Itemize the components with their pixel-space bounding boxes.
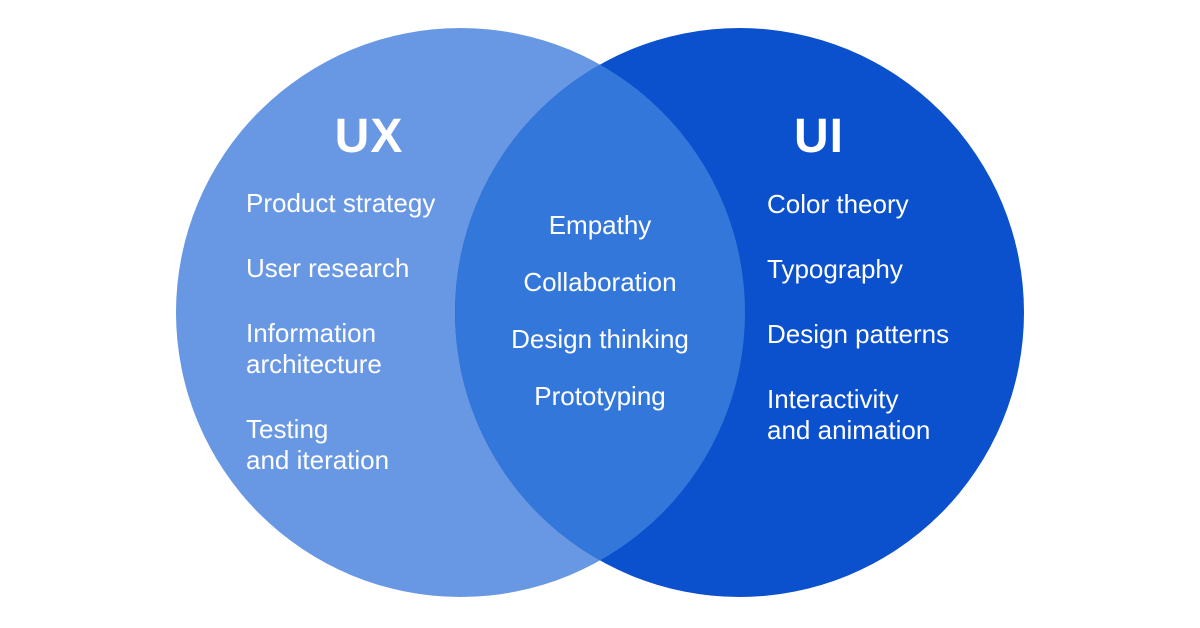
ux-title: UX [334,110,404,163]
list-item: Empathy [548,210,652,240]
overlap-lens [455,28,745,597]
list-item: Prototyping [534,381,666,411]
list-item: Design thinking [511,324,689,354]
list-item: Color theory [767,189,909,219]
list-item: User research [246,253,410,283]
list-item: Product strategy [246,188,436,218]
list-item: Typography [767,254,903,284]
list-item: Collaboration [523,267,677,297]
ui-title: UI [794,110,844,163]
list-item: Design patterns [767,319,950,349]
